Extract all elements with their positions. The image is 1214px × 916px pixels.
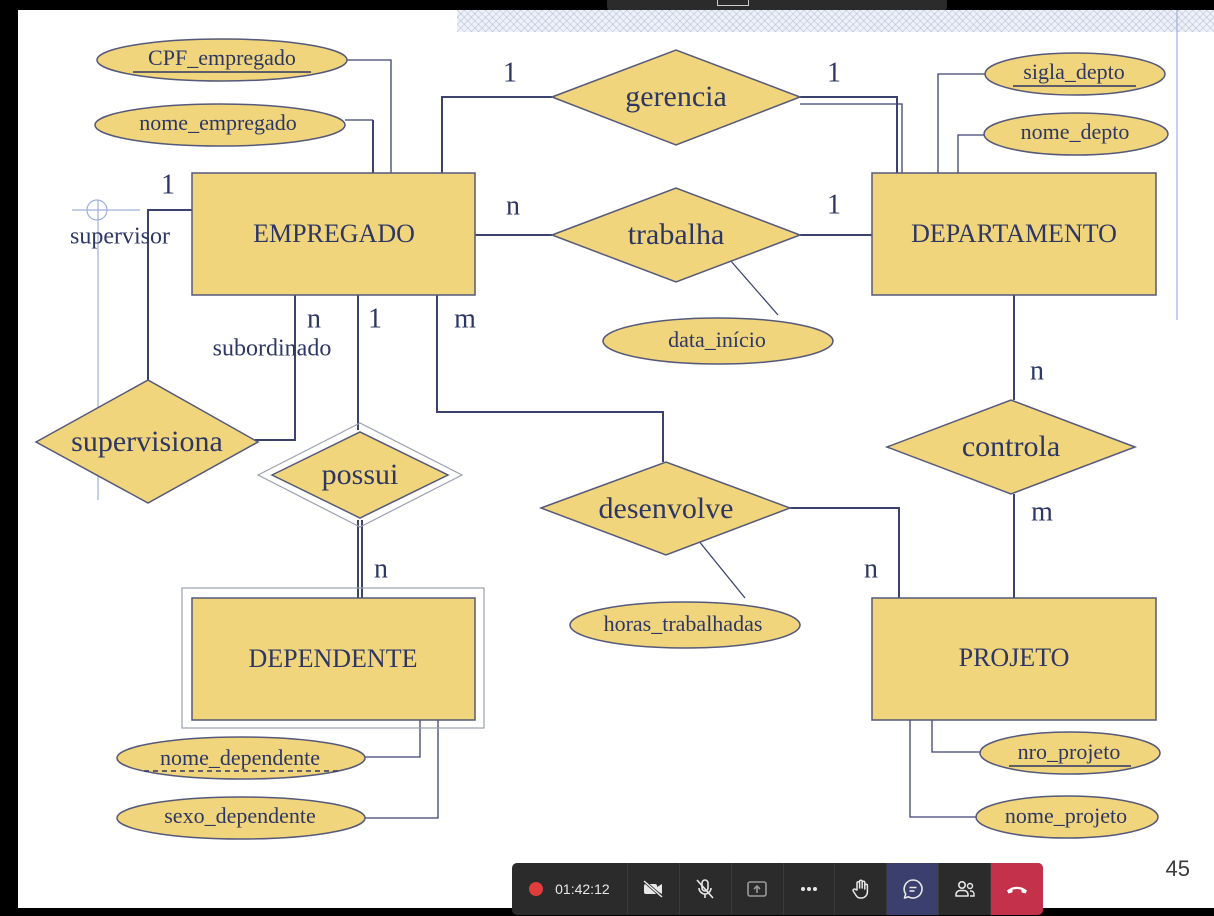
hang-up-icon xyxy=(1007,886,1028,894)
meeting-timer: 01:42:12 xyxy=(555,881,610,897)
relationship-label: possui xyxy=(322,458,399,491)
mic-off-icon xyxy=(696,879,714,899)
relationship-label: gerencia xyxy=(625,80,727,113)
cursor-crosshair-icon xyxy=(86,199,108,221)
raise-hand-button[interactable] xyxy=(835,863,888,915)
attribute-sexo-dependente: sexo_dependente xyxy=(116,796,366,840)
attribute-label: nome_depto xyxy=(1021,119,1130,144)
cardinality-label: n xyxy=(374,553,388,584)
attribute-label: data_início xyxy=(668,327,766,352)
relationship-possui: possui xyxy=(256,422,464,528)
connector-data-inicio xyxy=(729,259,779,316)
attribute-cpf-empregado: CPF_empregado xyxy=(96,38,348,82)
connector-desenvolve-projeto xyxy=(790,507,900,598)
entity-label: PROJETO xyxy=(959,643,1070,672)
raise-hand-icon xyxy=(852,879,869,899)
cardinality-label: 1 xyxy=(161,169,175,200)
cardinality-label: n xyxy=(864,553,878,584)
chat-button[interactable] xyxy=(887,863,940,915)
entity-dependente: DEPENDENTE xyxy=(181,587,485,729)
er-diagram: EMPREGADO DEPARTAMENTO DEPENDENTE PROJET… xyxy=(34,10,1178,840)
connector-horas-trabalhadas xyxy=(697,539,746,599)
role-label: subordinado xyxy=(213,336,332,362)
attribute-label: nome_empregado xyxy=(139,110,297,135)
meeting-toolbar: 01:42:12 xyxy=(512,863,1043,915)
entity-empregado: EMPREGADO xyxy=(191,172,476,296)
attribute-label: CPF_empregado xyxy=(148,45,296,70)
connector-sigla-depto xyxy=(937,73,985,173)
attribute-label: sexo_dependente xyxy=(164,803,316,828)
attribute-data-inicio: data_início xyxy=(602,317,834,365)
connector-supervisiona-supervisor xyxy=(147,209,192,380)
more-options-button[interactable] xyxy=(784,863,836,915)
connector-nome-projeto xyxy=(909,720,977,818)
relationship-label: desenvolve xyxy=(599,492,734,525)
mic-toggle-button[interactable] xyxy=(680,863,732,915)
cardinality-label: m xyxy=(454,303,476,334)
attribute-label: nome_dependente xyxy=(160,745,320,770)
recording-indicator: 01:42:12 xyxy=(512,863,628,915)
relationship-supervisiona: supervisiona xyxy=(34,379,260,504)
connector-nome-dependente xyxy=(365,720,421,758)
more-icon xyxy=(800,887,817,891)
attribute-nome-depto: nome_depto xyxy=(983,112,1169,156)
cardinality-label: n xyxy=(506,190,520,221)
entity-label: DEPENDENTE xyxy=(249,644,418,673)
cardinality-label: 1 xyxy=(503,57,517,88)
cardinality-label: 1 xyxy=(368,303,382,334)
connector-cpf-empregado xyxy=(347,59,392,173)
attribute-horas-trabalhadas: horas_trabalhadas xyxy=(569,601,801,649)
connector-nome-depto xyxy=(957,134,985,173)
participants-button[interactable] xyxy=(939,863,992,915)
attribute-nome-dependente: nome_dependente xyxy=(116,736,366,780)
cardinality-label: n xyxy=(1030,355,1044,386)
recording-dot-icon xyxy=(529,882,544,896)
entity-projeto: PROJETO xyxy=(871,597,1157,721)
connector-desenvolve-empregado xyxy=(436,295,664,462)
entity-departamento: DEPARTAMENTO xyxy=(871,172,1157,296)
attribute-sigla-depto: sigla_depto xyxy=(984,52,1166,96)
connector-nro-projeto xyxy=(931,720,982,753)
cardinality-label: 1 xyxy=(827,57,841,88)
participants-icon xyxy=(954,881,975,897)
attribute-label: nro_projeto xyxy=(1018,739,1121,764)
relationship-label: controla xyxy=(962,430,1060,463)
attribute-nome-projeto: nome_projeto xyxy=(975,795,1159,839)
attribute-label: nome_projeto xyxy=(1005,803,1127,828)
entity-label: EMPREGADO xyxy=(253,219,415,248)
attribute-label: sigla_depto xyxy=(1023,59,1124,84)
slide: EMPREGADO DEPARTAMENTO DEPENDENTE PROJET… xyxy=(18,10,1214,908)
relationship-desenvolve: desenvolve xyxy=(538,461,793,556)
attribute-label: horas_trabalhadas xyxy=(604,611,763,636)
connector-gerencia-departamento xyxy=(800,96,898,173)
share-screen-button[interactable] xyxy=(732,863,784,915)
share-screen-icon xyxy=(747,881,767,897)
entity-label: DEPARTAMENTO xyxy=(911,219,1117,248)
role-label: supervisor xyxy=(70,224,170,250)
relationship-trabalha: trabalha xyxy=(549,187,803,283)
relationship-gerencia: gerencia xyxy=(549,49,803,146)
connector-gerencia-empregado xyxy=(441,96,552,173)
camera-toggle-button[interactable] xyxy=(628,863,680,915)
connector-gerencia-departamento-inner xyxy=(800,103,903,173)
connector-supervisiona-subordinado xyxy=(255,295,296,441)
relationship-controla: controla xyxy=(884,399,1138,495)
cardinality-label: m xyxy=(1031,496,1053,527)
window-notch xyxy=(607,0,947,12)
attribute-nome-empregado: nome_empregado xyxy=(94,103,346,147)
page-number: 45 xyxy=(1165,856,1190,881)
cardinality-label: n xyxy=(307,303,321,334)
relationship-label: supervisiona xyxy=(71,425,223,458)
slide-header-pattern xyxy=(457,10,1214,32)
top-bar xyxy=(0,0,1214,12)
leave-call-button[interactable] xyxy=(991,863,1043,915)
cardinality-label: 1 xyxy=(827,189,841,220)
chat-icon xyxy=(903,879,923,899)
connector-sexo-dependente xyxy=(365,720,439,819)
notch-tab xyxy=(717,0,749,6)
camera-off-icon xyxy=(643,879,664,899)
relationship-label: trabalha xyxy=(628,218,725,251)
attribute-nro-projeto: nro_projeto xyxy=(979,731,1161,775)
